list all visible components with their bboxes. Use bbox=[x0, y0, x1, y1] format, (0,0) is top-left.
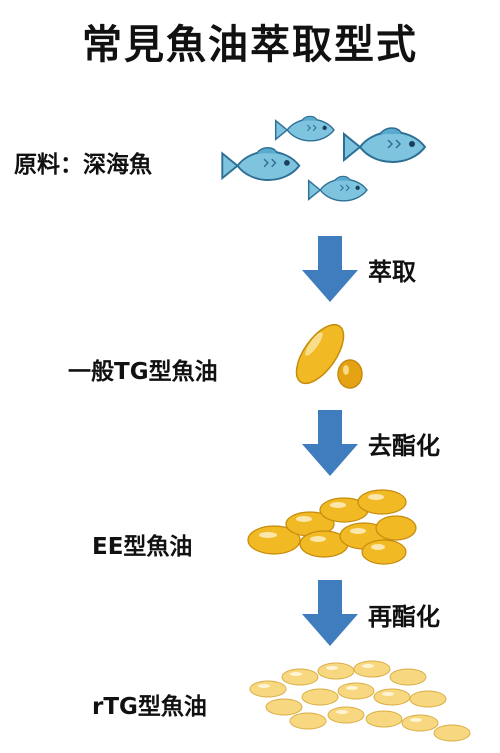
page-title: 常見魚油萃取型式 bbox=[82, 22, 418, 68]
capsule-pile bbox=[247, 489, 417, 565]
capsule-icon bbox=[365, 710, 403, 728]
capsule-icon bbox=[327, 706, 365, 724]
fish-icon bbox=[274, 115, 335, 142]
capsule-icon bbox=[249, 680, 287, 698]
arrow-down-icon bbox=[302, 410, 358, 476]
fish-icon bbox=[221, 146, 301, 181]
capsule-icon bbox=[433, 724, 471, 742]
product-label-rtg: rTG型魚油 bbox=[92, 694, 207, 720]
capsule-icon bbox=[265, 698, 303, 716]
capsule-icon bbox=[353, 660, 391, 678]
capsule-icon bbox=[295, 323, 363, 389]
capsule-icon bbox=[373, 688, 411, 706]
product-label-ee: EE型魚油 bbox=[92, 534, 193, 560]
capsule-icon bbox=[361, 539, 407, 565]
capsule-icon bbox=[289, 712, 327, 730]
product-label-tg: 一般TG型魚油 bbox=[68, 359, 218, 385]
capsule-icon bbox=[357, 489, 407, 515]
raw-material-label: 原料：深海魚 bbox=[14, 152, 152, 178]
arrow-down-icon bbox=[302, 580, 358, 646]
capsule-icon bbox=[375, 515, 417, 541]
fish-icon bbox=[307, 175, 368, 202]
step-label-deesterify: 去酯化 bbox=[368, 432, 440, 460]
step-label-extract: 萃取 bbox=[368, 258, 416, 286]
capsule-icon bbox=[247, 525, 301, 555]
capsule-icon bbox=[409, 690, 447, 708]
arrow-down-icon bbox=[302, 236, 358, 302]
capsule-icon bbox=[317, 662, 355, 680]
capsule-icon bbox=[389, 668, 427, 686]
capsule-icon bbox=[301, 688, 339, 706]
fish-group bbox=[221, 115, 426, 202]
fish-icon bbox=[343, 127, 426, 163]
capsule-icon bbox=[337, 682, 375, 700]
capsule-icon bbox=[401, 714, 439, 732]
step-label-reesterify: 再酯化 bbox=[368, 603, 440, 631]
capsule-pile bbox=[249, 660, 471, 742]
capsule-icon bbox=[281, 668, 319, 686]
